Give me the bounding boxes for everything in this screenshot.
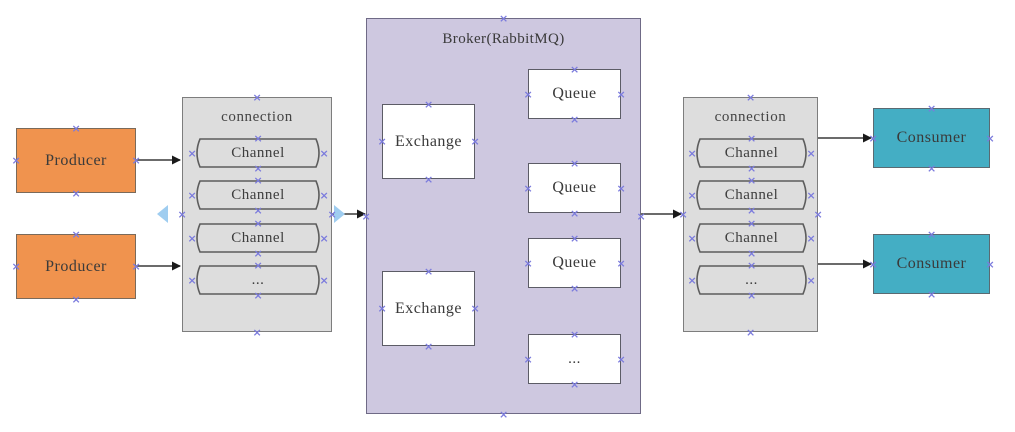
producer-connection-panel[interactable]: connection Channel Channel Channel ... <box>182 97 332 332</box>
consumer-channel-label-2: Channel <box>724 186 779 203</box>
queue-box-4[interactable]: ... <box>528 334 621 384</box>
producer-box-1[interactable]: Producer <box>16 128 136 193</box>
consumer-label-2: Consumer <box>896 255 967 272</box>
queue-label-3: Queue <box>552 254 597 271</box>
producer-channel-3[interactable]: Channel <box>192 223 324 253</box>
consumer-box-1[interactable]: Consumer <box>873 108 990 168</box>
selection-handle-left[interactable] <box>157 205 168 223</box>
consumer-channel-1[interactable]: Channel <box>692 138 811 168</box>
producer-label-2: Producer <box>45 257 107 275</box>
broker-title: Broker(RabbitMQ) <box>442 31 565 47</box>
consumer-channel-label-1: Channel <box>724 144 779 161</box>
exchange-label-2: Exchange <box>394 299 463 317</box>
consumer-channel-2[interactable]: Channel <box>692 180 811 210</box>
queue-label-1: Queue <box>552 85 597 102</box>
queue-box-2[interactable]: Queue <box>528 163 621 213</box>
consumer-box-2[interactable]: Consumer <box>873 234 990 294</box>
producer-channel-4[interactable]: ... <box>192 265 324 295</box>
queue-label-2: Queue <box>552 179 597 196</box>
consumer-connection-panel[interactable]: connection Channel Channel Channel ... <box>683 97 818 332</box>
queue-box-1[interactable]: Queue <box>528 69 621 119</box>
consumer-channel-3[interactable]: Channel <box>692 223 811 253</box>
producer-box-2[interactable]: Producer <box>16 234 136 299</box>
producer-label-1: Producer <box>45 151 107 169</box>
producer-channel-label-4: ... <box>251 271 265 288</box>
queue-box-3[interactable]: Queue <box>528 238 621 288</box>
consumer-connection-title: connection <box>714 109 787 125</box>
exchange-label-1: Exchange <box>394 132 463 150</box>
producer-channel-2[interactable]: Channel <box>192 180 324 210</box>
consumer-label-1: Consumer <box>896 129 967 146</box>
exchange-box-2[interactable]: Exchange <box>382 271 475 346</box>
exchange-box-1[interactable]: Exchange <box>382 104 475 179</box>
consumer-channel-label-4: ... <box>745 271 758 288</box>
producer-channel-label-2: Channel <box>231 186 285 203</box>
consumer-channel-4[interactable]: ... <box>692 265 811 295</box>
queue-label-4: ... <box>568 350 581 367</box>
producer-channel-label-3: Channel <box>231 229 285 246</box>
consumer-channel-label-3: Channel <box>724 229 779 246</box>
selection-handle-right[interactable] <box>334 205 345 223</box>
producer-connection-title: connection <box>221 109 293 125</box>
producer-channel-1[interactable]: Channel <box>192 138 324 168</box>
producer-channel-label-1: Channel <box>231 144 285 161</box>
broker-panel[interactable]: Broker(RabbitMQ) Exchange Exchange Queue… <box>366 18 641 414</box>
